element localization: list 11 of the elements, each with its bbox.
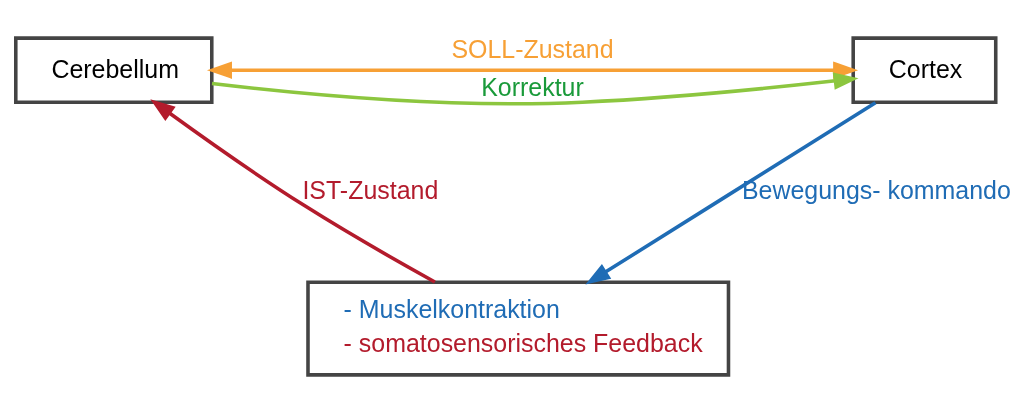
edge-label: IST-Zustand — [302, 175, 439, 204]
arrow — [207, 61, 859, 79]
edge-label: SOLL-Zustand — [451, 35, 614, 64]
node-box: Cortex — [851, 36, 998, 105]
node-box: - Muskelkontraktion - somatosensorisches Feedback — [306, 280, 731, 377]
arrow — [150, 99, 436, 284]
node-box: Cerebellum — [14, 36, 214, 105]
edge-label: Bewegungs- kommando — [741, 175, 1011, 204]
arrow — [585, 101, 877, 285]
edge-label: Korrektur — [481, 72, 584, 101]
arrow — [211, 72, 859, 106]
